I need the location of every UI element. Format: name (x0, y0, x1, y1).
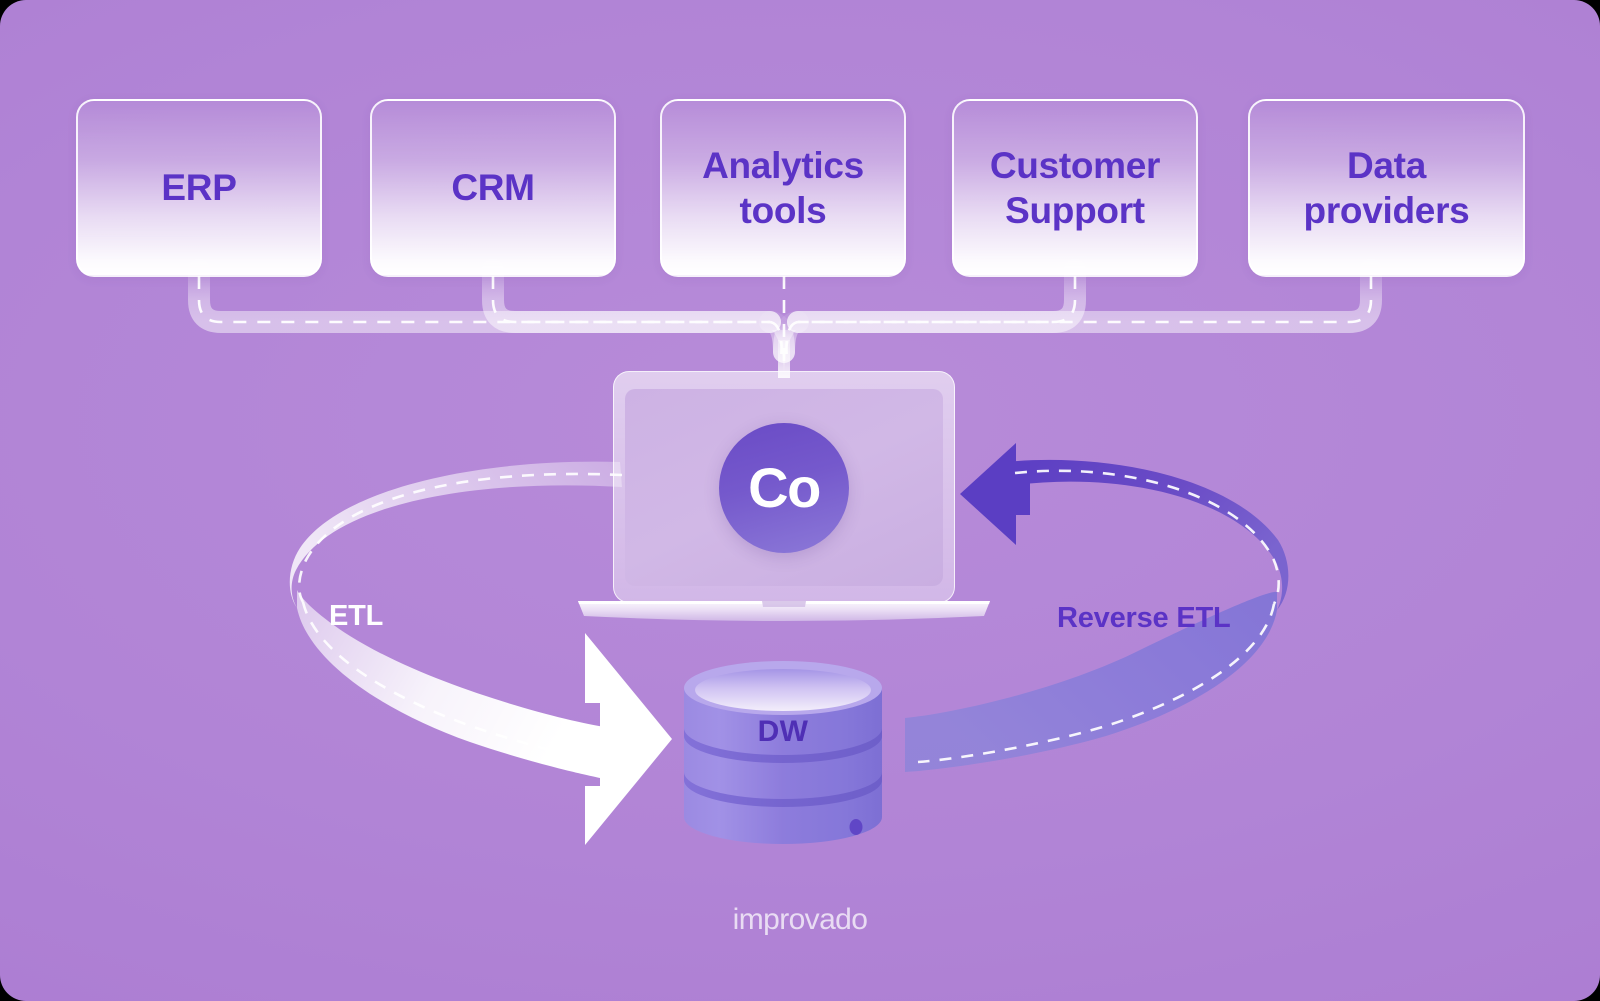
etl-label: ETL (329, 600, 384, 632)
source-label-erp: ERP (161, 167, 237, 209)
source-box-erp[interactable]: ERP (76, 99, 322, 277)
source-box-data-providers[interactable]: Data providers (1248, 99, 1525, 277)
source-box-analytics-tools[interactable]: Analytics tools (660, 99, 906, 277)
source-label-crm: CRM (451, 167, 535, 209)
warehouse-indicator-dot (849, 819, 863, 835)
laptop-screen: Co (625, 389, 943, 586)
reverse-etl-label: Reverse ETL (1057, 602, 1231, 634)
source-box-crm[interactable]: CRM (370, 99, 616, 277)
source-label-analytics-tools: Analytics tools (702, 144, 864, 231)
co-logo-text: Co (748, 455, 821, 519)
source-label-data-providers: Data providers (1303, 144, 1470, 231)
source-label-customer-support: Customer Support (989, 144, 1161, 231)
warehouse-label: DW (757, 715, 809, 748)
source-box-customer-support[interactable]: Customer Support (952, 99, 1198, 277)
improvado-co-logo-icon: Co (719, 422, 849, 553)
improvado-wordmark: improvado (732, 903, 868, 936)
